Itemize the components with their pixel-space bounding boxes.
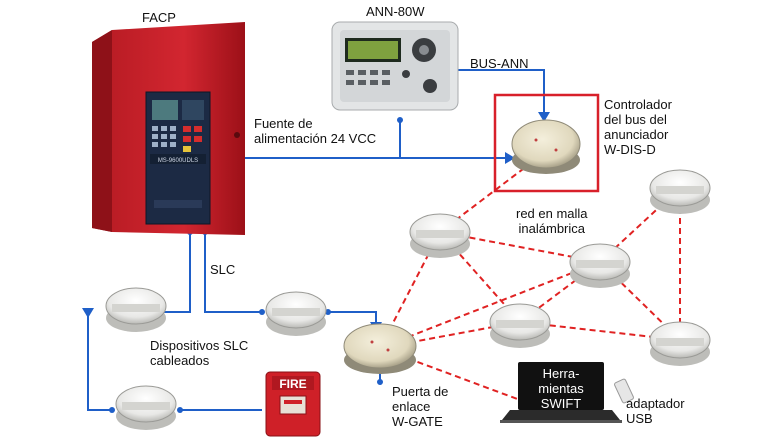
wired-slc-devices-label: Dispositivos SLC cableados: [150, 338, 249, 368]
controller-label: Controlador del bus del anunciador W-DIS…: [604, 97, 672, 157]
usb-adapter-label: adaptador USB: [626, 396, 685, 426]
smoke-detector: [115, 385, 177, 430]
controller-highlight-box: [493, 93, 600, 193]
ann-80w-label: ANN-80W: [366, 4, 425, 19]
smoke-detector: [649, 169, 711, 214]
fire-sign-text: FIRE: [279, 377, 306, 391]
smoke-detector: [489, 303, 551, 348]
smoke-detector: [265, 291, 327, 336]
wireless-mesh-label: red en malla inalámbrica: [516, 206, 588, 236]
fire-pull-station: FIRE: [265, 371, 321, 437]
bus-ann-label: BUS-ANN: [470, 56, 529, 71]
usb-adapter: [614, 378, 634, 404]
gateway-label: Puerta de enlace W-GATE: [392, 384, 449, 429]
swift-tools-label: Herra- mientas SWIFT: [538, 366, 584, 411]
w-dis-d-device: [511, 119, 581, 174]
ann-80w-device: [331, 21, 459, 111]
smoke-detector: [649, 321, 711, 366]
laptop: [500, 362, 622, 423]
facp-label: FACP: [142, 10, 176, 25]
slc-label: SLC: [210, 262, 236, 277]
smoke-detectors: [105, 169, 711, 430]
smoke-detector: [105, 287, 167, 332]
facp-panel: MS-9600UDLS: [92, 22, 245, 235]
smoke-detector: [409, 213, 471, 258]
panel-model-text: MS-9600UDLS: [158, 158, 198, 164]
w-gate-device: [343, 323, 417, 374]
smoke-detector: [569, 243, 631, 288]
power-supply-label: Fuente de alimentación 24 VCC: [254, 116, 377, 146]
